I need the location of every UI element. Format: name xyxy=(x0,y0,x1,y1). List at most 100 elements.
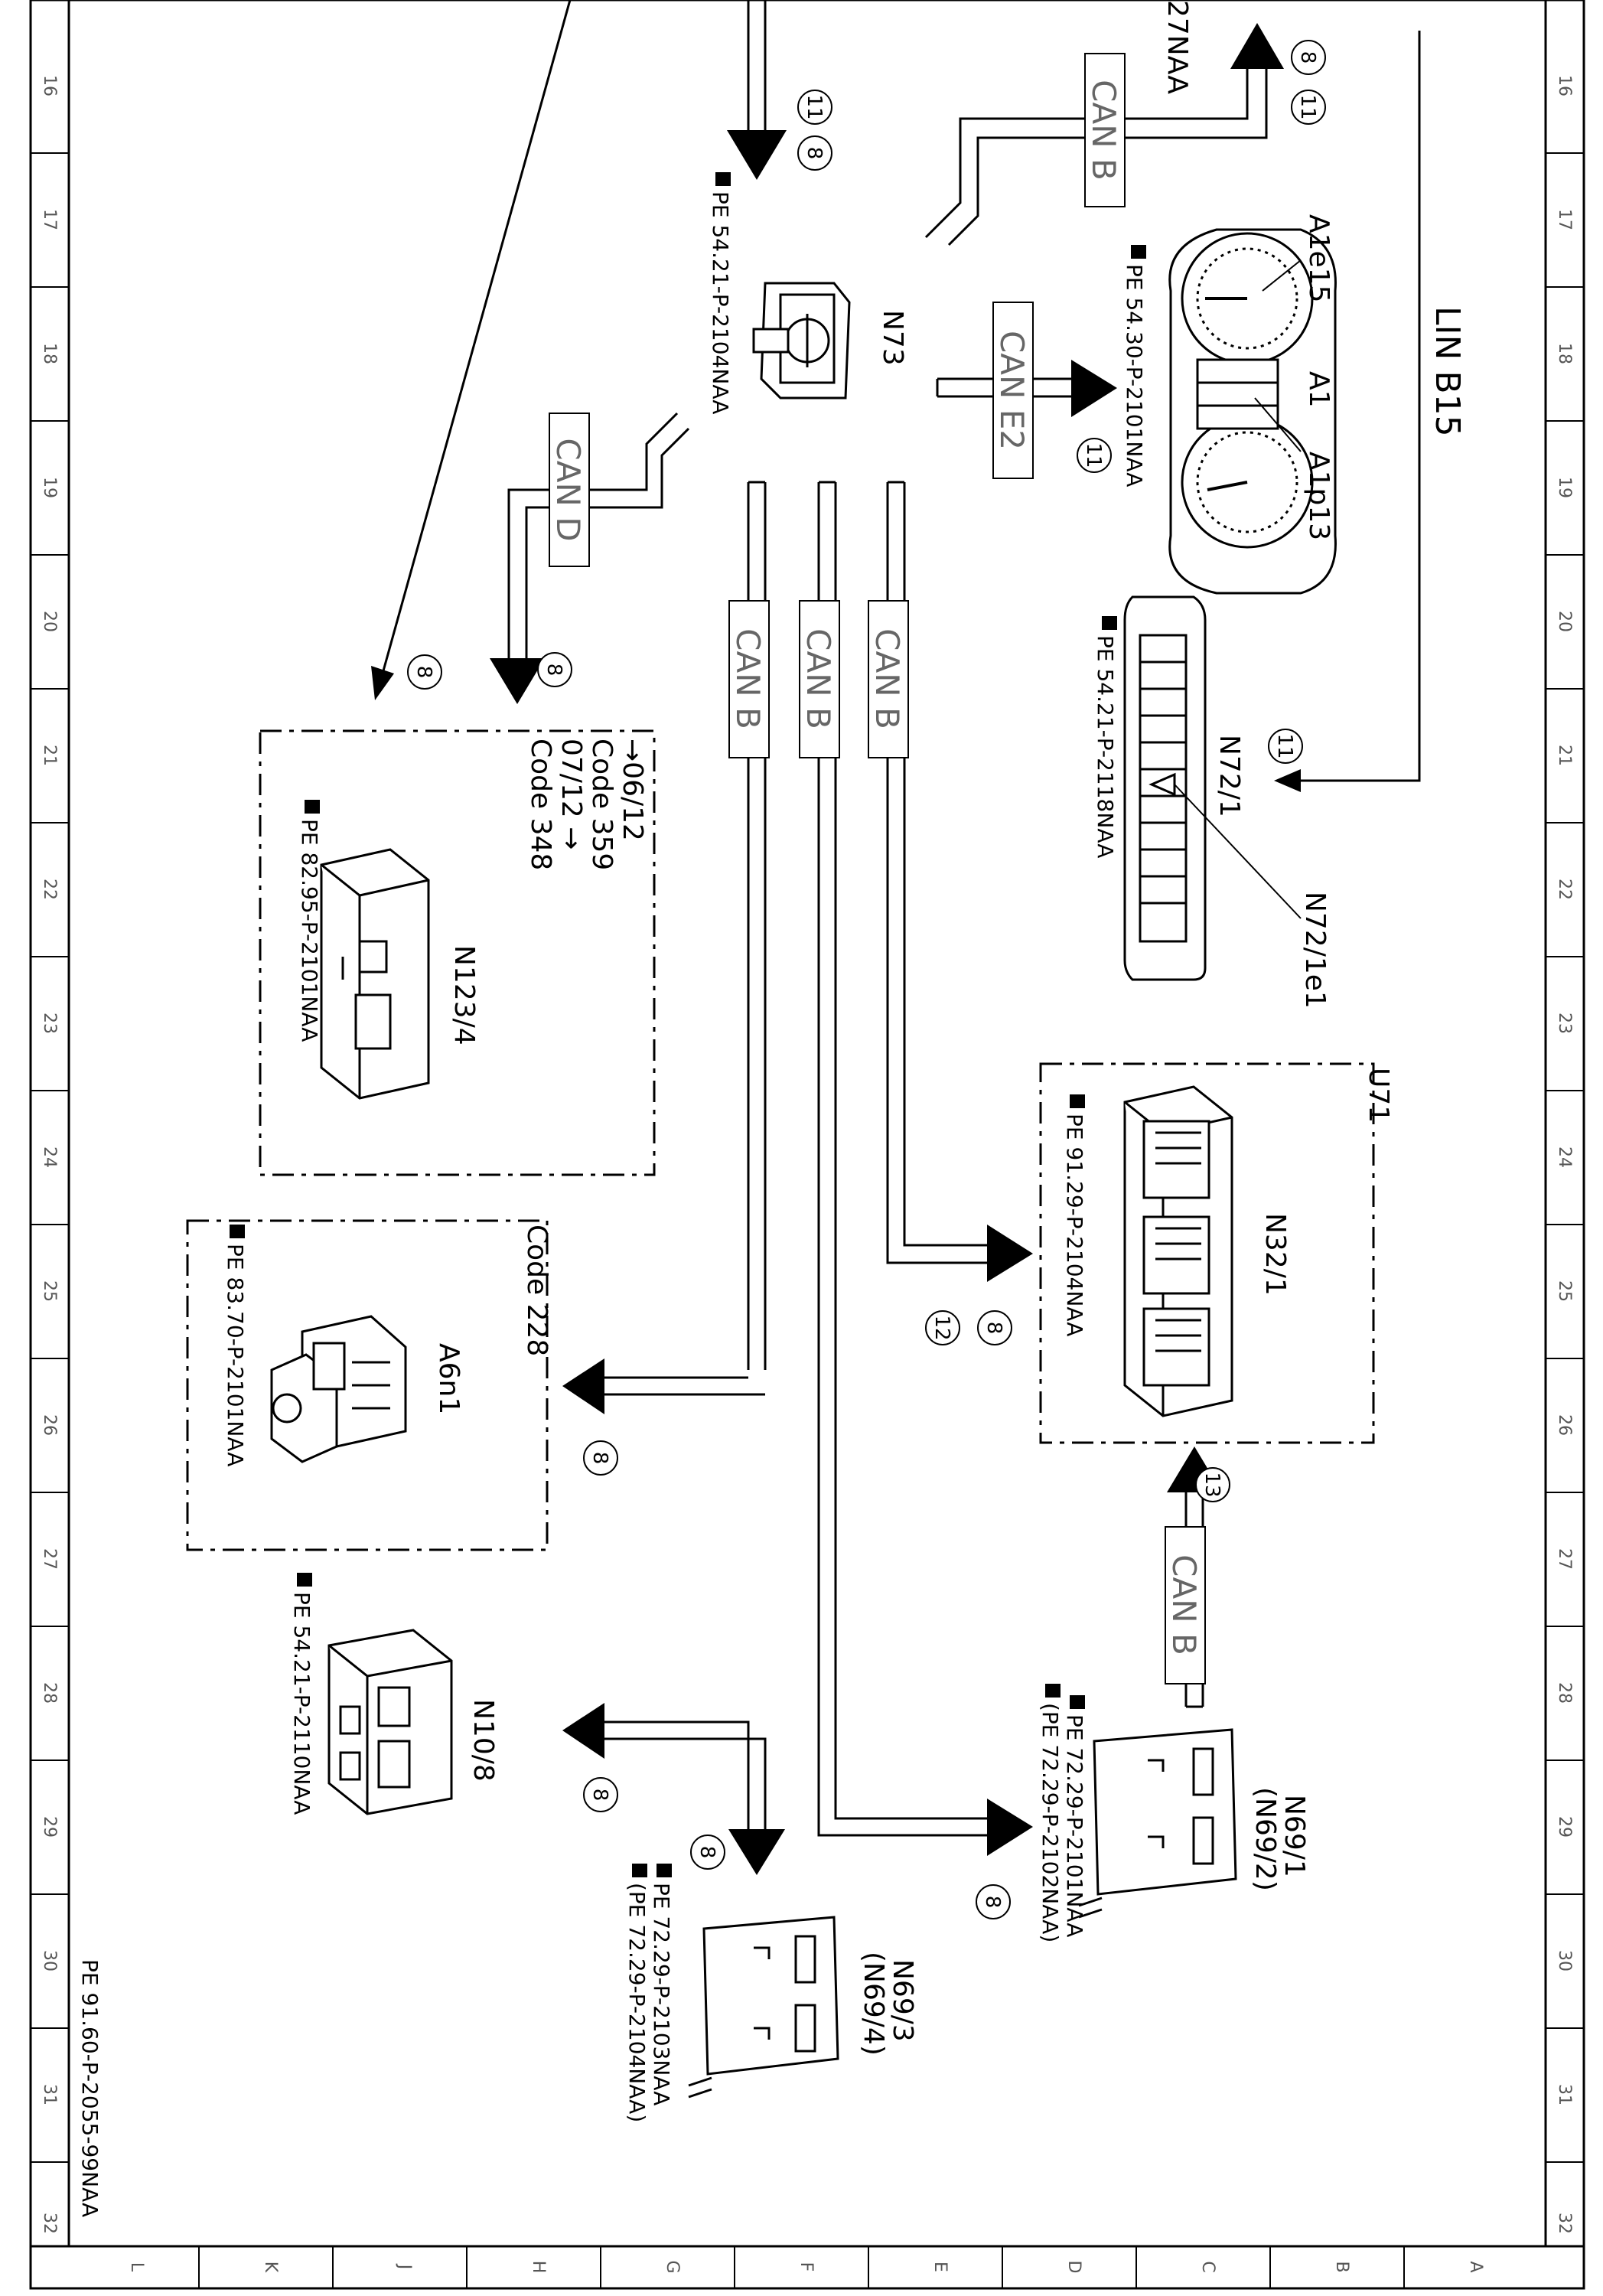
n69-3-ref2: (PE 72.29-P-2104NAA) xyxy=(624,1883,650,2122)
column-tick: E xyxy=(930,2262,950,2272)
can-d-label: CAN D xyxy=(549,413,590,567)
arrow-down-n69-3 xyxy=(728,1829,785,1875)
circle-11-top: 11 xyxy=(797,90,832,125)
svg-text:8: 8 xyxy=(696,1846,718,1859)
svg-text:CAN B: CAN B xyxy=(1165,1554,1203,1655)
n10-8-label: N10/8 xyxy=(468,1699,499,1782)
pointing-hand-icon xyxy=(1070,1695,1085,1709)
svg-text:12: 12 xyxy=(930,1315,953,1340)
row-ticks-right: 16 17 18 19 20 21 22 23 24 25 26 27 28 2… xyxy=(1555,75,1574,2234)
circle-11-can-e2: 11 xyxy=(1077,438,1112,473)
n123-code-line4: Code 348 xyxy=(525,739,556,870)
circle-8-top: 8 xyxy=(797,135,832,171)
row-tick: 23 xyxy=(1555,1013,1574,1034)
row-tick: 25 xyxy=(1555,1280,1574,1302)
svg-text:8: 8 xyxy=(981,1896,1004,1909)
circle-13-u71: 13 xyxy=(1195,1467,1230,1502)
row-tick: 21 xyxy=(1555,745,1574,766)
row-tick: 18 xyxy=(40,343,59,364)
arrow-left-lin-b15 xyxy=(1274,769,1301,792)
n72-1-ref: PE 54.21-P-2118NAA xyxy=(1093,635,1118,858)
row-tick: 21 xyxy=(40,745,59,766)
row-tick-lines xyxy=(31,152,1584,2163)
circle-8-a6n1: 8 xyxy=(583,1440,618,1476)
arrow-left-a6n1 xyxy=(562,1358,604,1414)
circle-8-n32-1: 8 xyxy=(977,1310,1012,1345)
arrow-down-to-n73 xyxy=(727,130,787,180)
footer-code: PE 91.60-P-2055-99NAA xyxy=(77,1959,103,2217)
svg-text:CAN B: CAN B xyxy=(729,628,767,729)
arrow-down-diagonal xyxy=(371,666,394,700)
pointing-hand-icon xyxy=(715,172,731,186)
n69-3-ref1: PE 72.29-P-2103NAA xyxy=(649,1883,674,2105)
row-tick: 29 xyxy=(40,1816,59,1838)
arrow-up-can-b-top xyxy=(1230,23,1284,69)
pointing-hand-icon xyxy=(305,800,320,814)
can-b-label-trunk-3: CAN B xyxy=(868,600,909,758)
row-tick: 28 xyxy=(1555,1682,1574,1704)
n32-1-module xyxy=(1123,1085,1233,1417)
svg-text:8: 8 xyxy=(412,666,435,679)
n72-1e1-leader xyxy=(1174,784,1302,919)
circle-8-n69-3: 8 xyxy=(690,1835,725,1870)
svg-text:CAN D: CAN D xyxy=(549,438,587,541)
circle-12-n32-1: 12 xyxy=(925,1310,960,1345)
a1-ref: PE 54.30-P-2101NAA xyxy=(1122,264,1147,487)
n69-1-ref1: PE 72.29-P-2101NAA xyxy=(1062,1714,1087,1937)
row-tick: 29 xyxy=(1555,1816,1574,1838)
n69-1-ref2: (PE 72.29-P-2102NAA) xyxy=(1038,1703,1063,1942)
row-tick: 17 xyxy=(1555,209,1574,230)
svg-text:CAN B: CAN B xyxy=(868,628,906,729)
n123-code-line2: Code 359 xyxy=(586,739,617,870)
row-tick: 30 xyxy=(40,1950,59,1971)
top-ref-partial: 27NAA xyxy=(1162,0,1193,94)
n69-1-label: N69/1 xyxy=(1279,1795,1310,1877)
n123-4-box xyxy=(259,729,656,1176)
n72-1-switch-panel xyxy=(1123,595,1207,981)
row-tick: 24 xyxy=(40,1146,59,1168)
svg-text:8: 8 xyxy=(1296,51,1319,64)
circle-8-diagonal: 8 xyxy=(407,654,442,690)
can-b-label-trunk-1: CAN B xyxy=(728,600,770,758)
pointing-hand-icon xyxy=(1045,1684,1061,1698)
row-tick: 20 xyxy=(1555,611,1574,632)
pointing-hand-icon xyxy=(632,1864,647,1877)
svg-text:11: 11 xyxy=(1296,94,1319,119)
svg-text:8: 8 xyxy=(588,1452,611,1465)
column-tick: G xyxy=(663,2260,682,2273)
svg-text:CAN E2: CAN E2 xyxy=(993,331,1031,450)
n32-1-label: N32/1 xyxy=(1259,1213,1291,1296)
row-tick: 25 xyxy=(40,1280,59,1302)
svg-text:11: 11 xyxy=(1082,442,1105,468)
column-tick: D xyxy=(1064,2261,1083,2274)
row-tick: 17 xyxy=(40,209,59,230)
circle-8-can-d: 8 xyxy=(537,652,572,687)
svg-text:11: 11 xyxy=(1273,733,1296,758)
u71-box xyxy=(1039,1062,1375,1444)
arrow-left-n10-8 xyxy=(562,1703,604,1759)
column-tick: J xyxy=(395,2263,414,2270)
row-tick: 22 xyxy=(1555,879,1574,900)
n10-8-ref: PE 54.21-P-2110NAA xyxy=(289,1592,314,1815)
n32-1-ref: PE 91.29-P-2104NAA xyxy=(1062,1114,1087,1336)
column-ticks: L K J H G F E D C B A xyxy=(127,2260,1485,2273)
row-tick: 16 xyxy=(40,75,59,96)
row-tick: 23 xyxy=(40,1013,59,1034)
pointing-hand-icon xyxy=(1131,245,1146,259)
circle-11-top-right: 11 xyxy=(1291,90,1326,125)
row-tick: 24 xyxy=(1555,1146,1574,1168)
svg-text:CAN B: CAN B xyxy=(1085,80,1122,181)
svg-text:8: 8 xyxy=(588,1789,611,1802)
bus-labels: CAN B CAN E2 CAN D CAN B CAN B CAN B CAN… xyxy=(549,53,1467,1684)
n73-label: N73 xyxy=(877,310,908,366)
a1-display xyxy=(1196,358,1279,430)
a1p13-label: A1p13 xyxy=(1303,452,1334,540)
a6n1-module xyxy=(270,1315,407,1463)
svg-text:CAN B: CAN B xyxy=(800,628,837,729)
column-tick: L xyxy=(127,2262,146,2272)
a6n1-code: Code 228 xyxy=(521,1225,552,1356)
row-tick: 18 xyxy=(1555,343,1574,364)
n123-code-line3: 07/12 → xyxy=(556,739,587,850)
can-b-label-top: CAN B xyxy=(1084,53,1126,207)
row-tick: 32 xyxy=(40,2213,59,2234)
